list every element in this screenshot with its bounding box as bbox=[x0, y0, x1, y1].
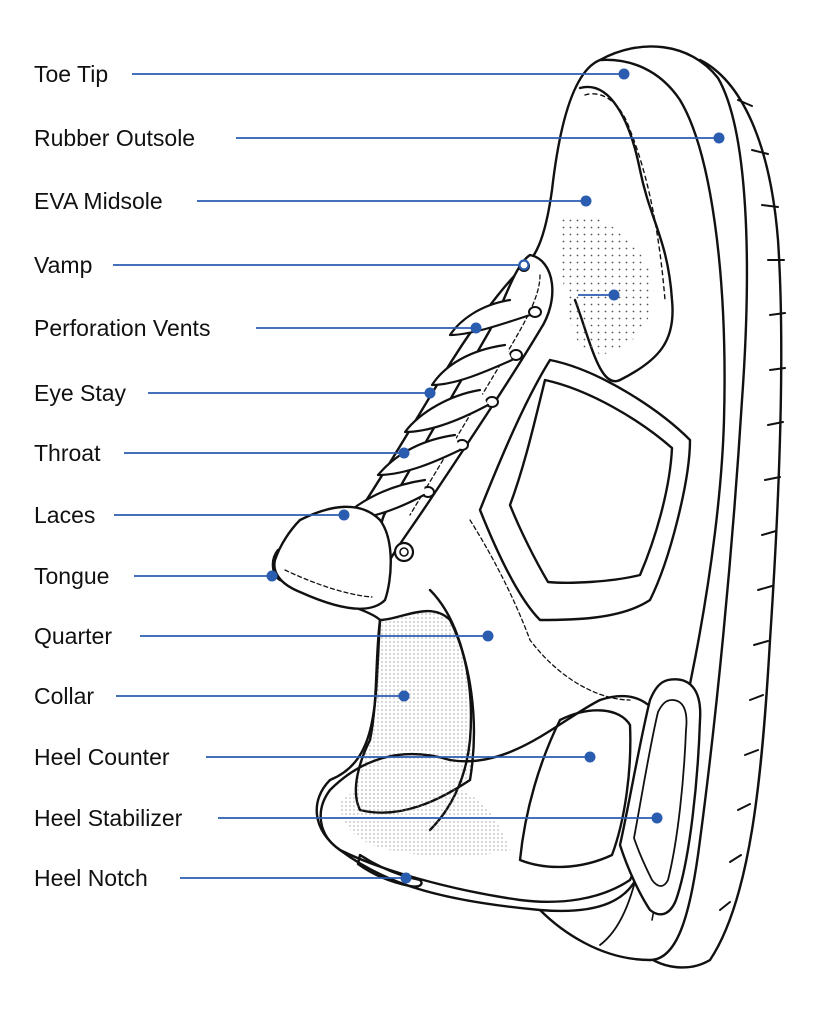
grommet bbox=[395, 543, 413, 561]
label-quarter: Quarter bbox=[34, 623, 112, 649]
labels: Toe Tip Rubber Outsole EVA Midsole Vamp … bbox=[34, 61, 210, 891]
outsole-lugs bbox=[720, 100, 785, 910]
label-tongue: Tongue bbox=[34, 563, 109, 589]
toe-overlay bbox=[575, 87, 673, 381]
leader-dot-toe-tip bbox=[618, 68, 630, 80]
leader-dot-heel-notch bbox=[400, 872, 412, 884]
heel-stabilizer-inner bbox=[634, 700, 686, 886]
label-vamp: Vamp bbox=[34, 252, 92, 278]
heel-notch-drawing bbox=[358, 855, 422, 887]
quarter-overlay bbox=[480, 360, 690, 620]
leader-dot-rubber-outsole bbox=[713, 132, 725, 144]
tongue-stitch bbox=[285, 570, 372, 597]
toe-stitch bbox=[585, 94, 665, 300]
quarter-window bbox=[510, 380, 672, 583]
label-perforation-vents: Perforation Vents bbox=[34, 315, 210, 341]
label-heel-stabilizer: Heel Stabilizer bbox=[34, 805, 183, 831]
leader-dot-laces bbox=[338, 509, 350, 521]
heel-counter-window bbox=[520, 710, 630, 867]
label-laces: Laces bbox=[34, 502, 95, 528]
quarter-stitch bbox=[470, 520, 630, 700]
label-heel-notch: Heel Notch bbox=[34, 865, 148, 891]
leader-dot-perforation-vents bbox=[470, 322, 482, 334]
label-eye-stay: Eye Stay bbox=[34, 380, 127, 406]
shoe-illustration bbox=[273, 46, 785, 967]
label-heel-counter: Heel Counter bbox=[34, 744, 170, 770]
leader-dot-heel-stabilizer bbox=[651, 812, 663, 824]
leader-dot-heel-counter bbox=[584, 751, 596, 763]
leader-dot-eye-stay bbox=[424, 387, 436, 399]
leader-lines bbox=[113, 68, 725, 884]
perforation-zone bbox=[558, 215, 654, 354]
leader-dot-tongue bbox=[266, 570, 278, 582]
leader-dot-collar bbox=[398, 690, 410, 702]
label-collar: Collar bbox=[34, 683, 94, 709]
eye-stay-stitch bbox=[410, 275, 540, 515]
leader-dot-throat bbox=[398, 447, 410, 459]
label-toe-tip: Toe Tip bbox=[34, 61, 108, 87]
label-throat: Throat bbox=[34, 440, 101, 466]
tongue-drawing bbox=[274, 507, 390, 609]
label-eva-midsole: EVA Midsole bbox=[34, 188, 163, 214]
leader-dot-quarter bbox=[482, 630, 494, 642]
leader-dot-vamp bbox=[518, 259, 530, 271]
label-rubber-outsole: Rubber Outsole bbox=[34, 125, 195, 151]
leader-dot-eva-midsole bbox=[580, 195, 592, 207]
